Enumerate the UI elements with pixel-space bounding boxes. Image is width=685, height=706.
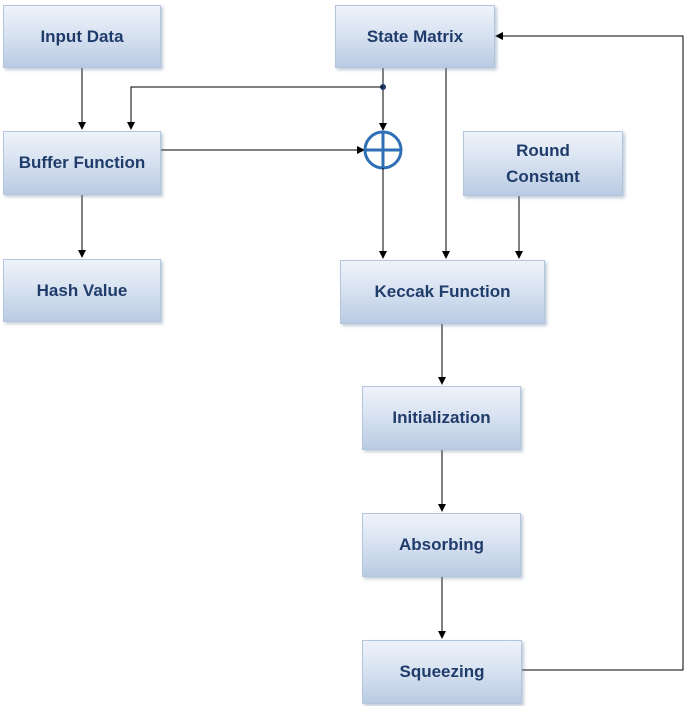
round-constant-label: Round Constant <box>506 140 580 186</box>
state-matrix-label: State Matrix <box>366 26 464 46</box>
buffer-function-box: Buffer Function <box>3 131 161 195</box>
round-constant-box: Round Constant <box>463 131 623 196</box>
squeezing-box: Squeezing <box>362 640 522 704</box>
input-data-box: Input Data <box>3 5 161 68</box>
input-data-label: Input Data <box>40 26 124 46</box>
xor-icon <box>363 130 403 170</box>
edge-state-to-buffer <box>127 86 383 130</box>
hash-value-label: Hash Value <box>36 280 128 300</box>
buffer-function-label: Buffer Function <box>18 153 146 172</box>
hash-value-box: Hash Value <box>3 259 161 322</box>
initialization-box: Initialization <box>362 386 521 450</box>
absorbing-box: Absorbing <box>362 513 521 577</box>
state-matrix-box: State Matrix <box>335 5 495 68</box>
keccak-function-box: Keccak Function <box>340 260 545 324</box>
edge-squeeze-to-state <box>495 32 684 671</box>
squeezing-label: Squeezing <box>399 662 485 681</box>
keccak-function-label: Keccak Function <box>374 282 511 301</box>
initialization-label: Initialization <box>392 408 491 427</box>
absorbing-label: Absorbing <box>399 535 484 554</box>
